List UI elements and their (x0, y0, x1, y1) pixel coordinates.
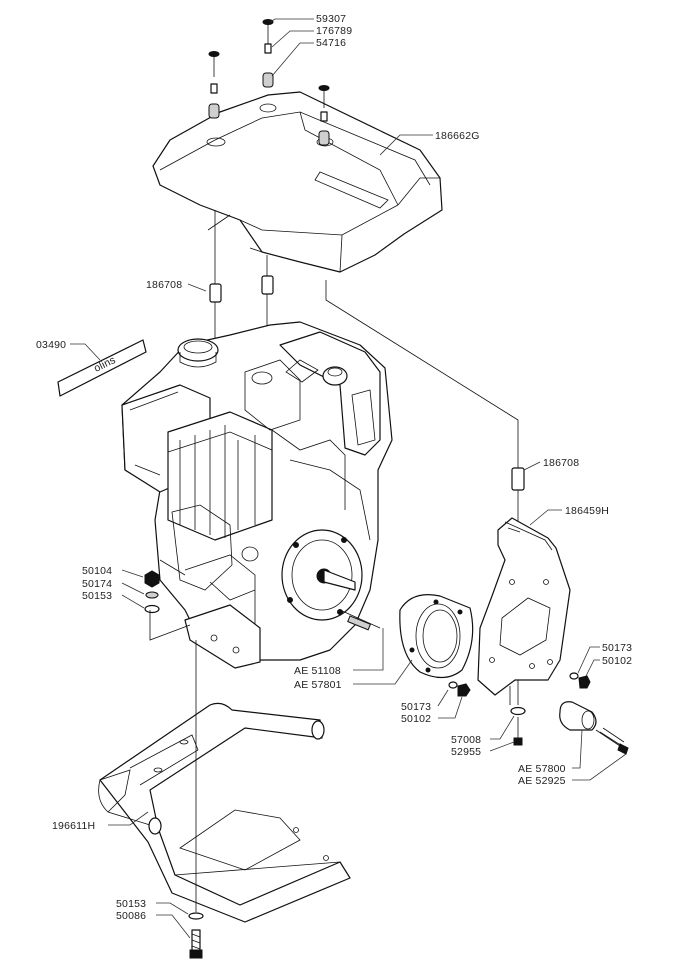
callout-186708-right: 186708 (543, 457, 579, 469)
callout-57008: 57008 (451, 734, 481, 746)
callout-186662G: 186662G (435, 130, 480, 142)
callout-50102-center: 50102 (401, 713, 431, 725)
callout-50086: 50086 (116, 910, 146, 922)
base-frame (98, 702, 351, 923)
callout-186459H: 186459H (565, 505, 609, 517)
callout-AE-57801: AE 57801 (294, 679, 342, 691)
decal-label: olins (57, 339, 147, 397)
callout-leaders (70, 18, 627, 939)
callout-59307: 59307 (316, 13, 346, 25)
callout-AE-51108: AE 51108 (294, 665, 341, 677)
callout-176789: 176789 (316, 25, 352, 37)
engine-cover (152, 91, 443, 273)
callout-03490: 03490 (36, 339, 66, 351)
callout-186708-top: 186708 (146, 279, 182, 291)
callout-196611H: 196611H (52, 820, 95, 832)
engine (121, 321, 393, 669)
callout-AE-52925: AE 52925 (518, 775, 566, 787)
small-hardware (144, 570, 591, 746)
studs (339, 609, 381, 631)
callout-50102-right: 50102 (602, 655, 632, 667)
callout-50153-bottom: 50153 (116, 898, 146, 910)
top-fasteners (208, 19, 330, 146)
callout-50104: 50104 (82, 565, 112, 577)
adapter-ring (399, 594, 474, 679)
callout-50173-right: 50173 (602, 642, 632, 654)
callout-50174: 50174 (82, 578, 112, 590)
alignment-lines (149, 280, 519, 705)
callout-50153-left: 50153 (82, 590, 112, 602)
callout-52955: 52955 (451, 746, 481, 758)
callout-AE-57800: AE 57800 (518, 763, 566, 775)
callout-54716: 54716 (316, 37, 346, 49)
coupling (559, 701, 629, 755)
mounting-bracket (477, 490, 571, 696)
callout-labels: 59307 176789 54716 186662G 186708 03490 … (36, 13, 632, 922)
bottom-fasteners (188, 640, 204, 959)
callout-50173-center: 50173 (401, 701, 431, 713)
